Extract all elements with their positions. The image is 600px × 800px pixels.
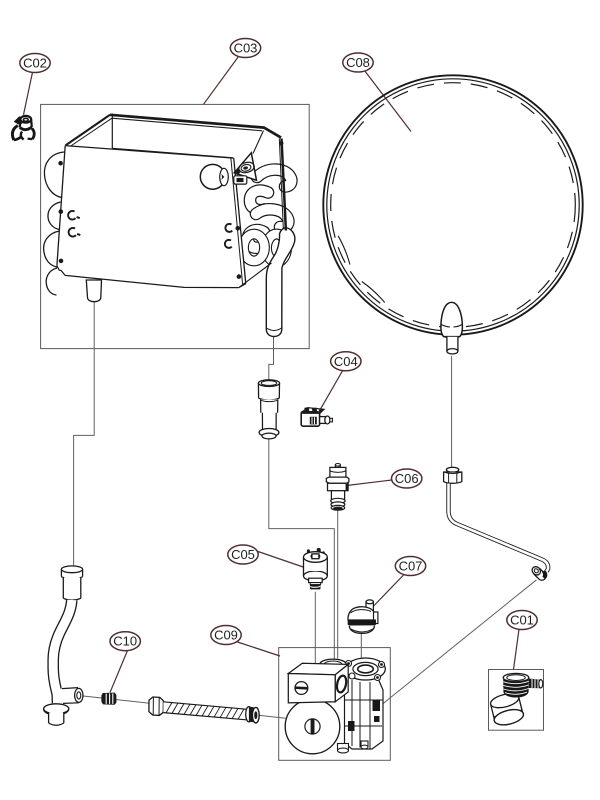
svg-text:C07: C07	[399, 559, 423, 574]
svg-text:C08: C08	[346, 55, 370, 70]
svg-text:C10: C10	[113, 634, 137, 649]
svg-text:C01: C01	[510, 613, 534, 628]
svg-text:C02: C02	[23, 56, 47, 71]
svg-text:C06: C06	[395, 471, 419, 486]
svg-text:C03: C03	[234, 41, 258, 56]
svg-text:C04: C04	[334, 354, 358, 369]
svg-text:C05: C05	[231, 547, 255, 562]
svg-text:C09: C09	[214, 628, 238, 643]
